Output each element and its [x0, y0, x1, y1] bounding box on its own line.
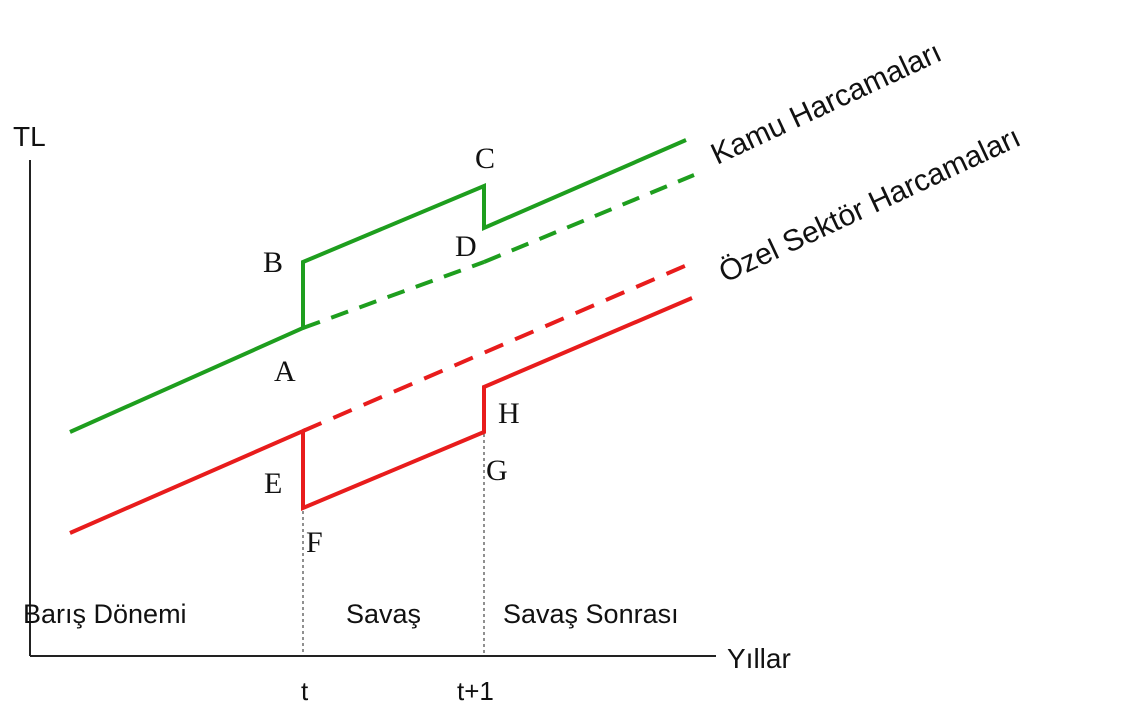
period-post-war: Savaş Sonrası: [503, 599, 679, 629]
tick-t: t: [301, 676, 309, 706]
point-label-b: B: [263, 246, 283, 279]
period-peace: Barış Dönemi: [23, 599, 187, 629]
private-spending-line: [69, 296, 693, 535]
point-label-a: A: [274, 355, 296, 388]
public-spending-counterfactual: [302, 260, 485, 330]
x-axis-label: Yıllar: [727, 643, 791, 674]
public-spending-trend-extension: [483, 173, 695, 264]
point-label-f: F: [306, 526, 323, 559]
point-label-e: E: [264, 467, 282, 500]
public-spending-line: [69, 138, 687, 434]
public-spending-series: [69, 138, 695, 434]
point-label-g: G: [486, 454, 508, 487]
point-label-c: C: [475, 142, 495, 175]
point-label-d: D: [455, 230, 477, 263]
y-axis-label: TL: [13, 121, 46, 152]
series-label-public: Kamu Harcamaları: [706, 36, 947, 172]
period-war: Savaş: [346, 599, 421, 629]
tick-t-plus-1: t+1: [457, 676, 494, 706]
point-label-h: H: [498, 397, 520, 430]
private-spending-series: [69, 260, 695, 535]
private-spending-counterfactual: [302, 260, 695, 433]
